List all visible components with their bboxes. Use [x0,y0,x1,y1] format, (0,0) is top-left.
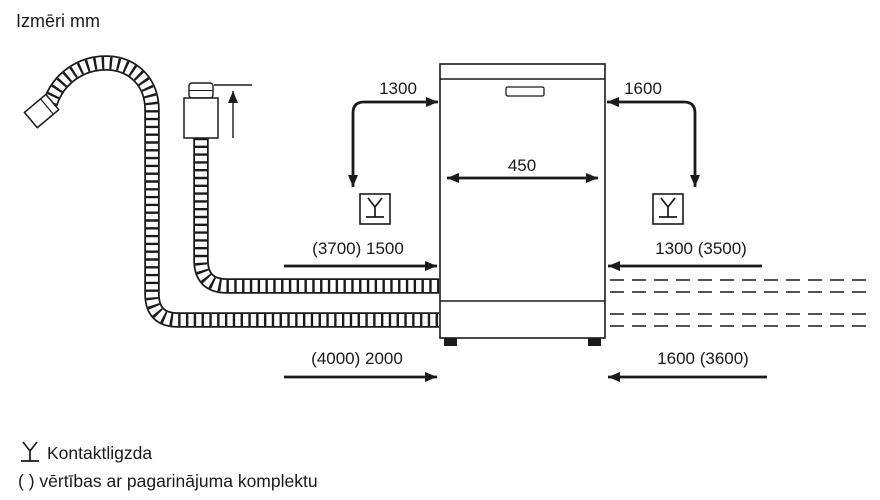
dim-label-socket-left: 1300 [379,79,417,98]
dishwasher [439,63,606,346]
legend-socket-label: Kontaktligzda [47,443,152,463]
page-title: Izmēri mm [16,11,100,31]
legend-note: ( ) vērtības ar pagarinājuma komplektu [18,471,318,491]
dim-label-width: 450 [508,156,536,175]
drain-hose-connector [23,93,60,129]
dim-label-inlet-left: (3700) 1500 [312,239,404,258]
dim-label-socket-right: 1600 [624,79,662,98]
dim-label-drain-right: 1600 (3600) [657,349,749,368]
dim-label-inlet-right: 1300 (3500) [655,239,747,258]
dishwasher-foot-left [444,338,457,346]
dim-arrow-socket-left [348,97,438,187]
socket-icon-left [359,193,391,225]
socket-icon-legend [21,441,39,462]
tap-connector [183,82,219,139]
dishwasher-handle [505,86,545,97]
dim-label-drain-left: (4000) 2000 [311,349,403,368]
dishwasher-foot-right [588,338,601,346]
socket-icon-right [652,193,684,225]
supply-hose [193,130,439,294]
drain-hose [42,55,439,328]
tap-height-reference [214,84,252,138]
dim-arrow-socket-right [607,97,700,187]
hose-extension-dashed-lines [610,279,866,327]
dishwasher-outline [439,63,606,339]
